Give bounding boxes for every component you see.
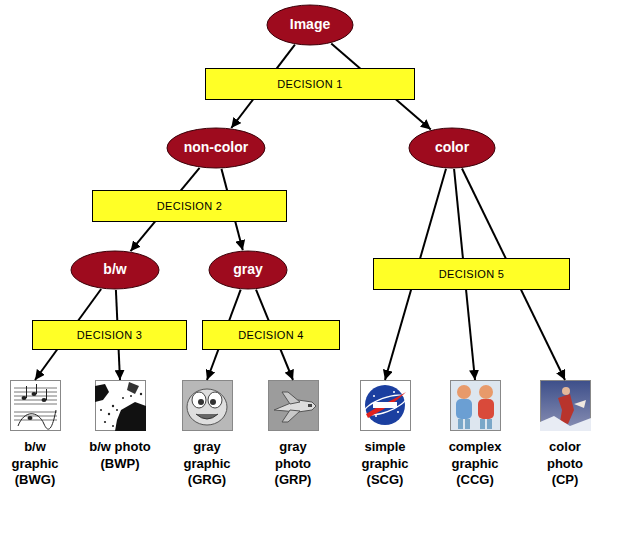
class-caption: simple graphic (SCG) xyxy=(353,439,417,489)
bw-photo-thumbnail xyxy=(95,381,146,432)
category-label: non-color xyxy=(184,140,249,155)
decision-label: DECISION 4 xyxy=(238,329,303,341)
image-class-leaf: gray photo (GRP) xyxy=(261,380,325,489)
class-caption: gray photo (GRP) xyxy=(261,439,325,489)
category-label: Image xyxy=(290,17,330,32)
image-class-leaf: color photo (CP) xyxy=(533,380,597,489)
category-label: b/w xyxy=(103,262,126,277)
image-class-leaf: simple graphic (SCG) xyxy=(353,380,417,489)
image-class-leaf: b/w graphic (BWG) xyxy=(3,380,67,489)
image-class-leaf: b/w photo (BWP) xyxy=(88,380,152,472)
category-ellipse: b/w xyxy=(70,250,160,290)
thumbnail-frame xyxy=(3,380,67,430)
class-caption: b/w graphic (BWG) xyxy=(3,439,67,489)
color-photo-thumbnail xyxy=(540,381,591,432)
complex-graphic-thumbnail xyxy=(451,381,501,431)
decision-box: DECISION 1 xyxy=(205,68,415,100)
category-ellipse: Image xyxy=(266,4,354,46)
gray-photo-thumbnail xyxy=(269,381,319,431)
decision-label: DECISION 2 xyxy=(157,200,222,212)
thumbnail-frame xyxy=(88,380,152,430)
category-ellipse: non-color xyxy=(166,127,266,169)
decision-label: DECISION 1 xyxy=(277,78,342,90)
bw-graphic-thumbnail xyxy=(11,381,61,431)
thumbnail-frame xyxy=(353,380,417,430)
simple-graphic-thumbnail xyxy=(361,381,411,431)
thumbnail-frame xyxy=(261,380,325,430)
thumbnail-frame xyxy=(443,380,507,430)
decision-label: DECISION 3 xyxy=(77,329,142,341)
gray-graphic-thumbnail xyxy=(183,381,233,431)
decision-box: DECISION 4 xyxy=(202,320,340,350)
thumbnail-frame xyxy=(175,380,239,430)
category-ellipse: gray xyxy=(208,250,288,290)
decision-box: DECISION 2 xyxy=(92,190,287,222)
class-caption: color photo (CP) xyxy=(533,439,597,489)
category-label: gray xyxy=(233,262,263,277)
class-caption: gray graphic (GRG) xyxy=(175,439,239,489)
image-class-leaf: gray graphic (GRG) xyxy=(175,380,239,489)
decision-box: DECISION 5 xyxy=(373,258,570,290)
class-caption: complex graphic (CCG) xyxy=(443,439,507,489)
decision-box: DECISION 3 xyxy=(32,320,187,350)
category-label: color xyxy=(435,140,469,155)
category-ellipse: color xyxy=(408,127,496,169)
class-caption: b/w photo (BWP) xyxy=(88,439,152,472)
decision-label: DECISION 5 xyxy=(439,268,504,280)
image-class-leaf: complex graphic (CCG) xyxy=(443,380,507,489)
thumbnail-frame xyxy=(533,380,597,430)
